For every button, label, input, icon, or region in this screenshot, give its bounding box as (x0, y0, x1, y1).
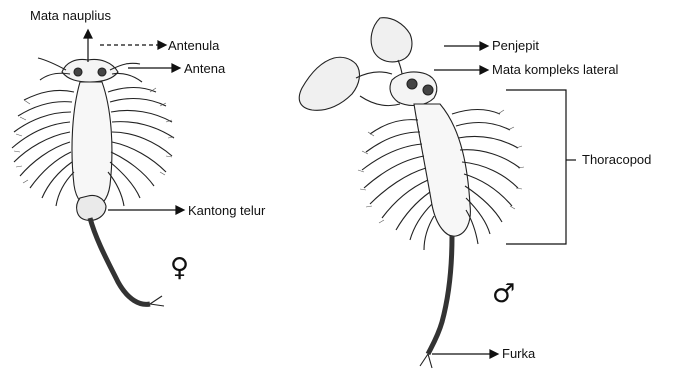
male-head (390, 72, 437, 105)
female-head (38, 58, 142, 82)
label-furka: Furka (502, 346, 535, 361)
male-trunk (414, 104, 470, 236)
label-penjepit: Penjepit (492, 38, 539, 53)
female-trunk (72, 82, 112, 208)
male-abdomen (428, 236, 452, 354)
label-mata-kompleks-lateral: Mata kompleks lateral (492, 62, 618, 77)
label-antenula: Antenula (168, 38, 219, 53)
female-symbol: ♀ (170, 254, 189, 282)
female-abdomen (90, 218, 150, 304)
label-thoracopod: Thoracopod (582, 152, 651, 167)
label-kantong-telur: Kantong telur (188, 203, 265, 218)
female-thoracopods-left (12, 90, 74, 206)
female-artemia (12, 58, 174, 306)
male-symbol: ♂ (492, 280, 515, 308)
label-antena: Antena (184, 61, 225, 76)
male-artemia (299, 18, 524, 368)
label-mata-nauplius: Mata nauplius (30, 8, 111, 23)
female-egg-sac (77, 195, 106, 220)
female-thoracopods-right (108, 88, 174, 207)
